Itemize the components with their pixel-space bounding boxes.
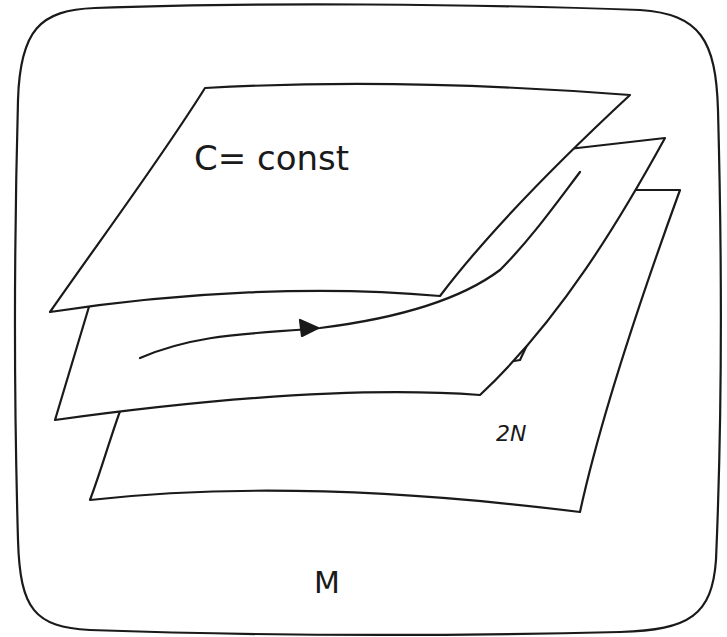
level-surface-top bbox=[50, 84, 630, 312]
surface-equation: C= const bbox=[192, 140, 351, 177]
manifold-outline bbox=[15, 4, 721, 634]
trajectory-arrowhead bbox=[300, 320, 318, 336]
dimension-label: 2N bbox=[494, 422, 528, 446]
manifold-label: M bbox=[312, 566, 342, 599]
